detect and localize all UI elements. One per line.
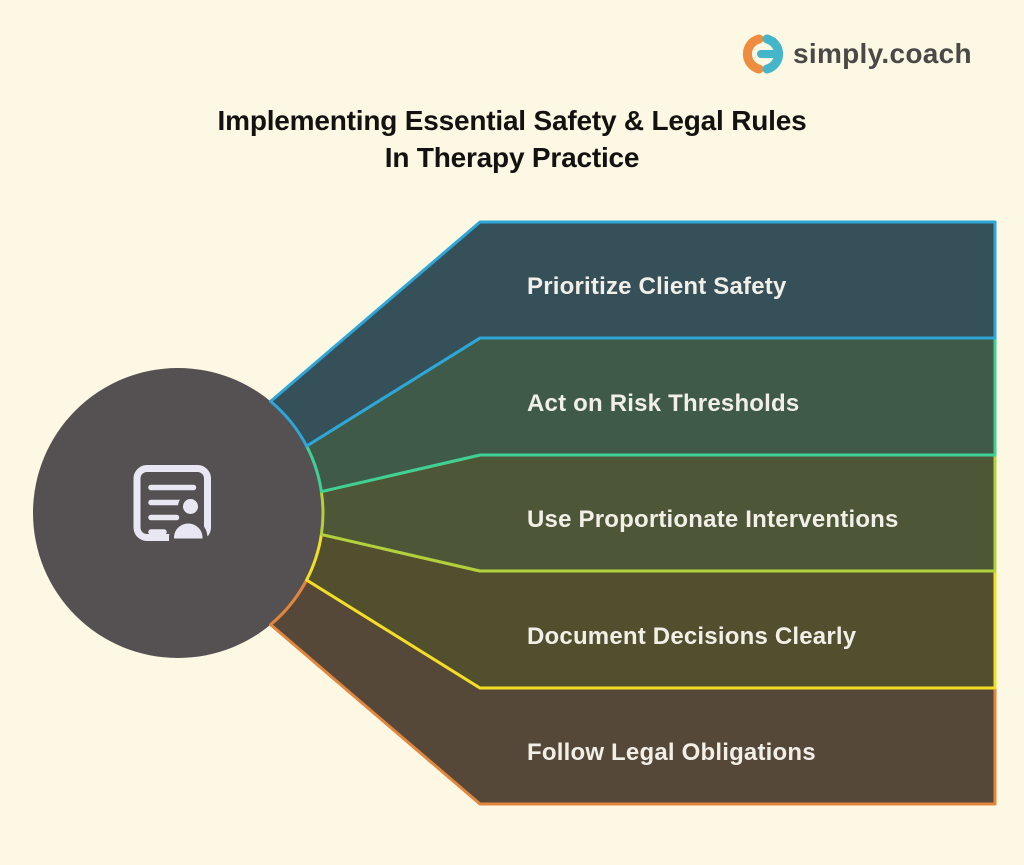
- document-text-lines: [148, 484, 197, 535]
- band-label-5: Follow Legal Obligations: [527, 739, 816, 766]
- person-body-icon: [169, 518, 208, 544]
- band-label-3: Use Proportionate Interventions: [527, 506, 899, 533]
- person-head-icon: [178, 494, 203, 519]
- band-label-1: Prioritize Client Safety: [527, 273, 787, 300]
- band-label-2: Act on Risk Thresholds: [527, 389, 800, 417]
- band-shape-5: [269, 578, 997, 806]
- band-shape-1: [269, 220, 997, 448]
- bands-layer: [269, 220, 997, 806]
- title-line-2: In Therapy Practice: [384, 142, 640, 173]
- band-label-4: Document Decisions Clearly: [527, 622, 857, 650]
- hub-circle: [33, 368, 323, 658]
- simply-coach-mark-icon: [742, 34, 784, 74]
- title-line-1: Implementing Essential Safety & Legal Ru…: [217, 105, 807, 136]
- page-title: Implementing Essential Safety & Legal Ru…: [0, 102, 1024, 176]
- logo-text: simply.coach: [793, 38, 972, 69]
- document-person-icon: [133, 465, 211, 544]
